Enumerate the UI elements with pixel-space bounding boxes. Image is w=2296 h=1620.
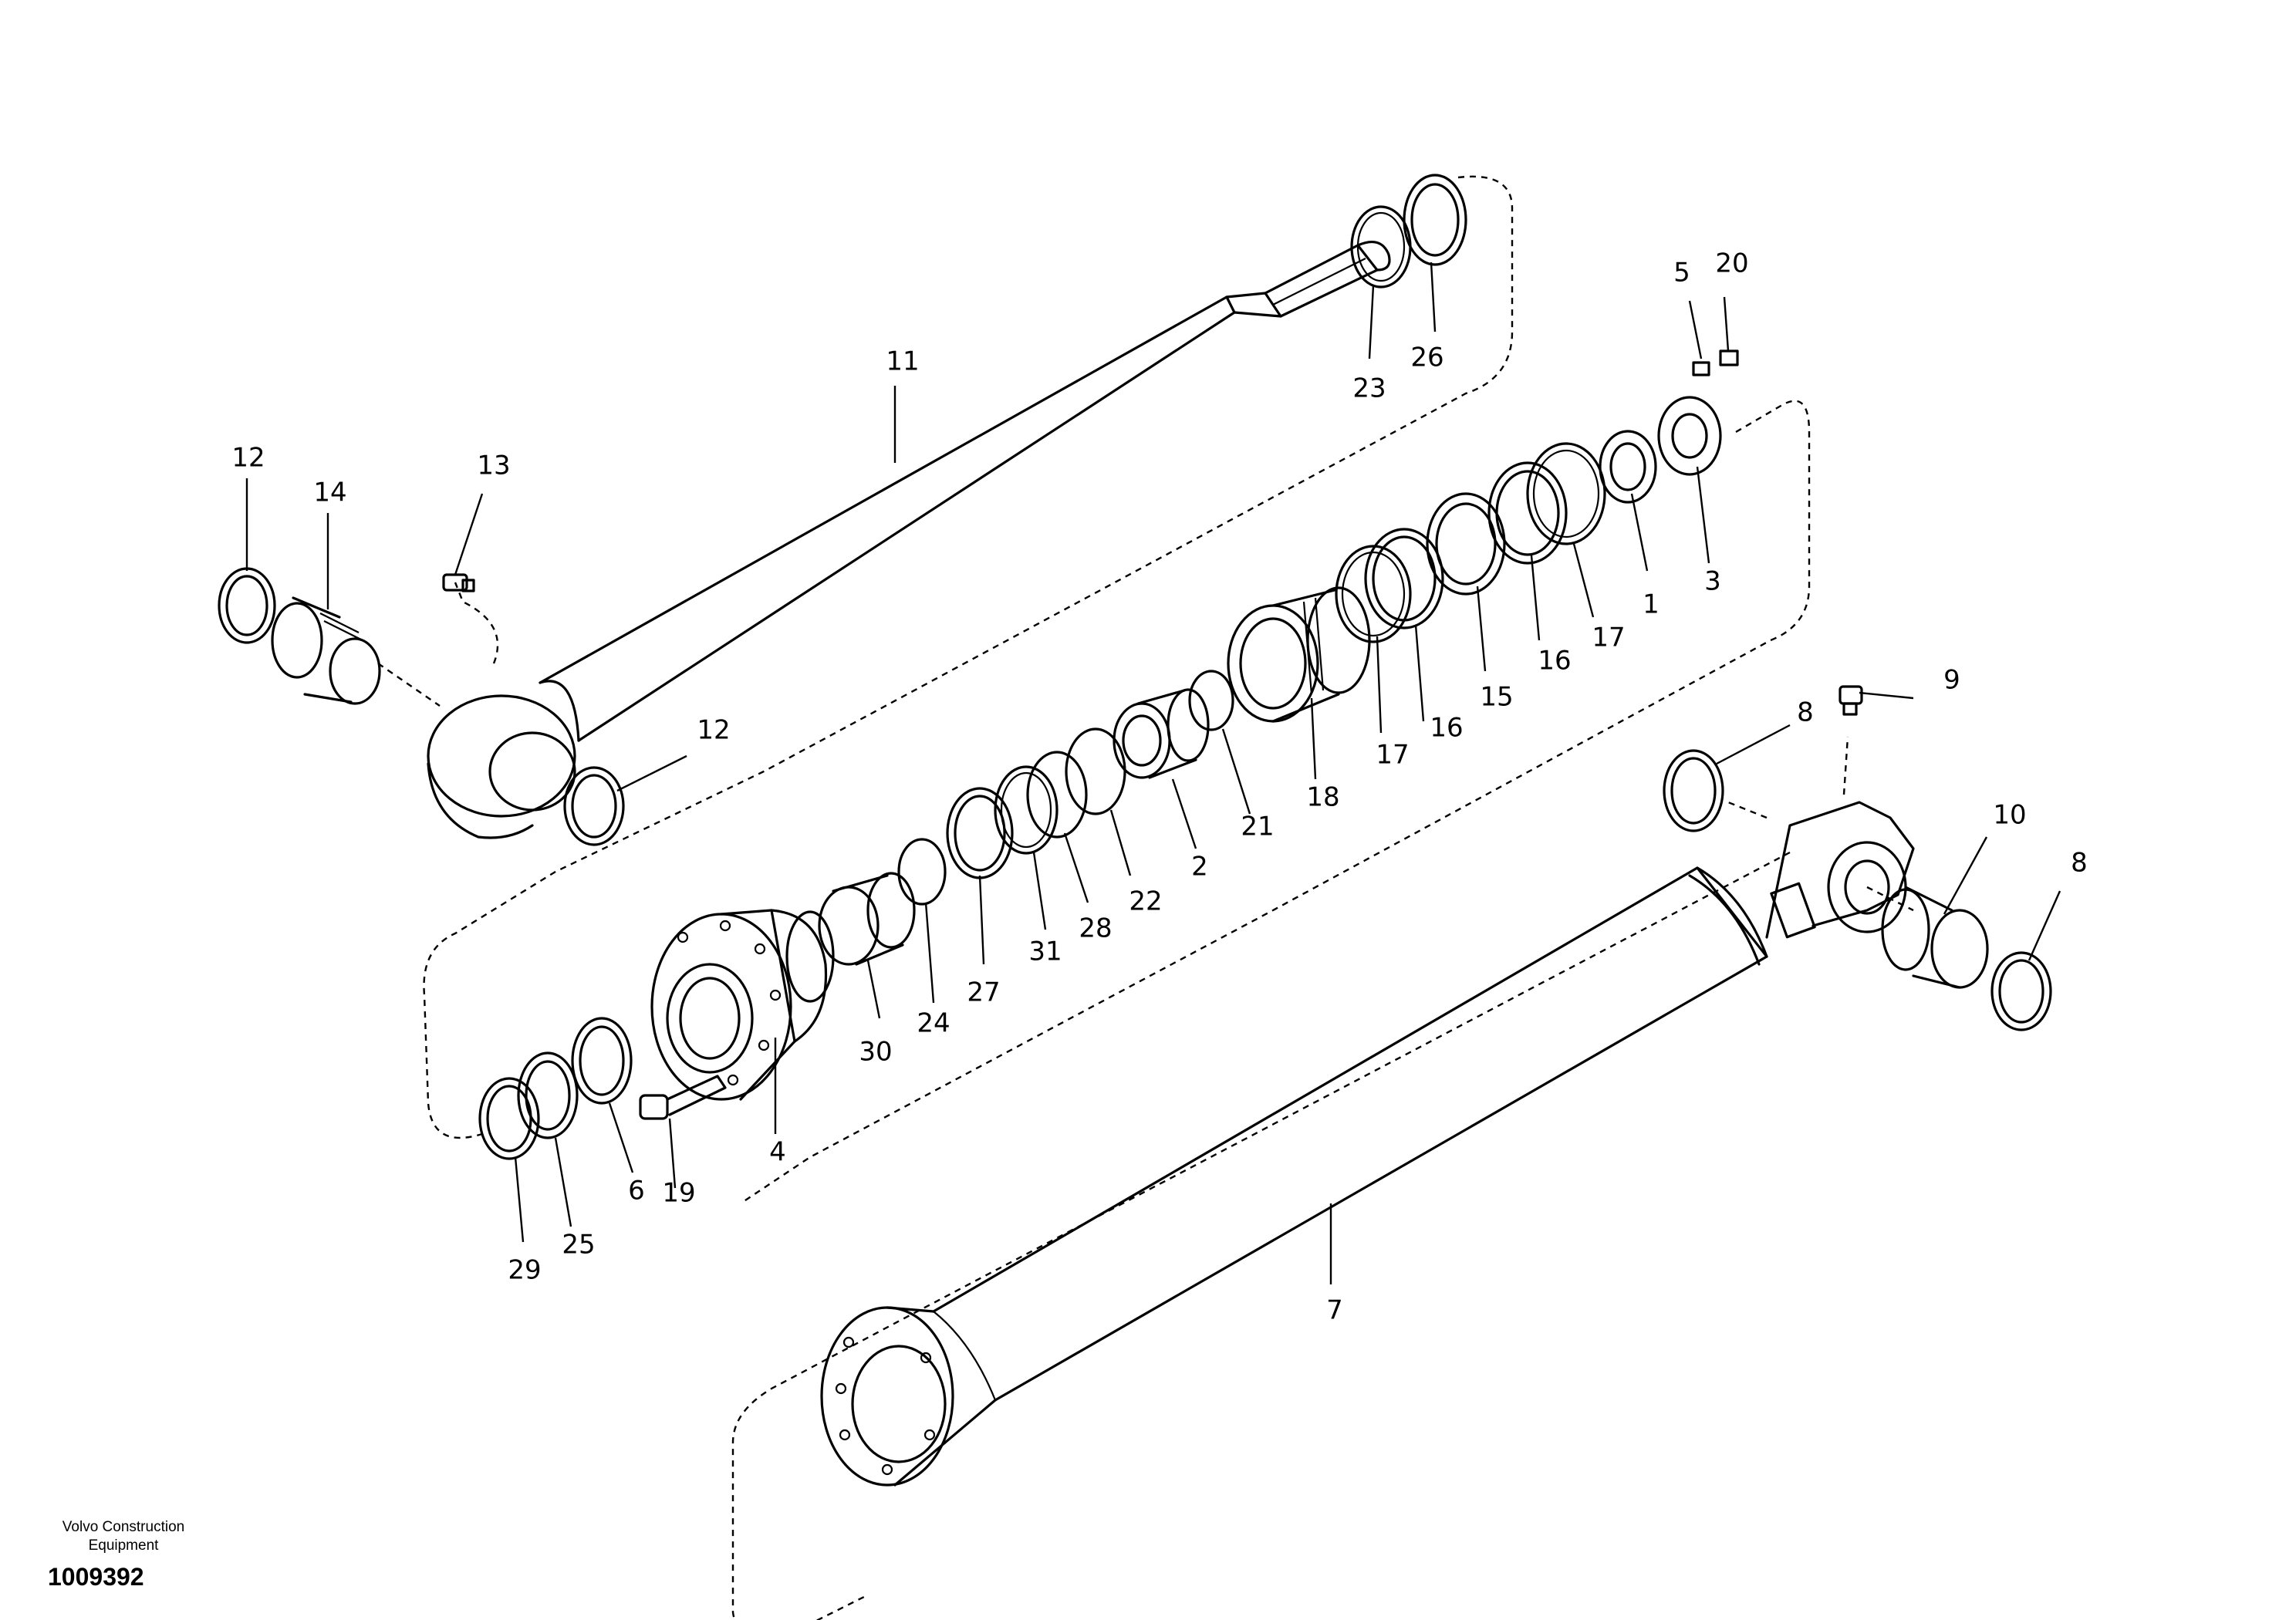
seal-ring-8-left	[1663, 749, 1724, 832]
backup-ring-22	[1065, 727, 1126, 815]
callout-13: 13	[477, 451, 510, 481]
piston-seal-15	[1426, 492, 1506, 596]
seal-ring-12-right	[563, 766, 625, 846]
callout-20: 20	[1715, 248, 1748, 279]
snap-ring-24	[897, 838, 947, 906]
assembly-path-tube	[731, 736, 1849, 1620]
piston-rod	[427, 240, 1391, 839]
screw-5	[1692, 361, 1710, 376]
callout-12-right: 12	[697, 715, 730, 746]
callout-5: 5	[1673, 258, 1690, 289]
cushion-ring-2	[1113, 688, 1210, 779]
ring-6	[571, 1017, 633, 1105]
callout-28: 28	[1079, 913, 1112, 944]
wiper-29	[478, 1077, 540, 1160]
rod-seal-27	[946, 787, 1014, 879]
bushing-30	[818, 872, 916, 966]
lock-nut-3	[1657, 396, 1722, 476]
seal-16-lower	[1364, 528, 1444, 629]
assembly-path-rod	[423, 175, 1514, 1139]
callout-21: 21	[1241, 812, 1274, 842]
assembly-path-bore	[1727, 801, 1768, 819]
washer-1	[1599, 430, 1657, 504]
callout-labels: 1 2 3 4 5 6 7 8 8 9 10 11 12 12 13 14 15…	[231, 248, 2087, 1326]
callout-16-upper: 16	[1538, 646, 1571, 677]
callout-17-lower: 17	[1376, 740, 1409, 771]
set-screw-20	[1719, 349, 1739, 366]
callout-1: 1	[1643, 589, 1660, 620]
wear-ring-17-upper	[1526, 442, 1606, 545]
callout-19: 19	[662, 1178, 695, 1209]
callout-11: 11	[886, 346, 919, 377]
cylinder-tube-7	[820, 801, 1915, 1487]
callout-15: 15	[1480, 682, 1513, 713]
callout-4: 4	[769, 1137, 786, 1168]
callout-24: 24	[917, 1008, 950, 1039]
seal-ring-8-right	[1990, 951, 2052, 1031]
callout-18: 18	[1306, 782, 1339, 813]
manufacturer-credit: Volvo Construction Equipment	[31, 1518, 216, 1555]
o-ring-21	[1188, 670, 1234, 731]
bolt-19	[639, 1075, 727, 1120]
callout-14: 14	[313, 478, 346, 508]
callout-22: 22	[1129, 886, 1162, 917]
callout-26: 26	[1410, 343, 1443, 373]
callout-31: 31	[1028, 937, 1062, 967]
manufacturer-line-1: Volvo Construction	[62, 1519, 185, 1535]
piston-18	[1227, 586, 1371, 723]
seal-ring-26	[1403, 174, 1467, 266]
wear-ring-17-lower	[1335, 545, 1412, 643]
callout-10: 10	[1993, 800, 2026, 831]
seal-16-upper	[1487, 461, 1568, 565]
tube-bushing-10	[1881, 886, 1989, 989]
callout-7: 7	[1326, 1295, 1343, 1326]
drawing-number: 1009392	[48, 1563, 144, 1591]
leader-lines	[245, 262, 2061, 1284]
assembly-path-head	[740, 400, 1811, 1204]
grease-nipple-9	[1838, 685, 1863, 716]
callout-27: 27	[967, 977, 1000, 1008]
callout-3: 3	[1704, 566, 1721, 597]
callout-2: 2	[1191, 852, 1208, 883]
assembly-path-pin	[377, 582, 499, 707]
callout-29: 29	[508, 1255, 541, 1286]
callout-8-left: 8	[1797, 697, 1814, 728]
callout-23: 23	[1352, 373, 1386, 404]
callout-30: 30	[859, 1037, 892, 1068]
manufacturer-line-2: Equipment	[88, 1537, 159, 1554]
cylinder-head-4	[650, 909, 835, 1101]
callout-9: 9	[1943, 665, 1960, 696]
callout-6: 6	[628, 1176, 645, 1207]
callout-12-left: 12	[231, 443, 265, 474]
ring-28	[1026, 751, 1088, 839]
callout-8-right: 8	[2071, 848, 2088, 879]
seal-25	[517, 1051, 579, 1139]
callout-17-upper: 17	[1592, 623, 1625, 653]
ring-31	[994, 765, 1059, 855]
seal-ring-12-left	[218, 567, 276, 644]
rod-bushing	[271, 596, 381, 705]
callout-25: 25	[562, 1230, 595, 1261]
grease-nipple-rod	[442, 573, 475, 592]
callout-16-lower: 16	[1430, 713, 1463, 744]
